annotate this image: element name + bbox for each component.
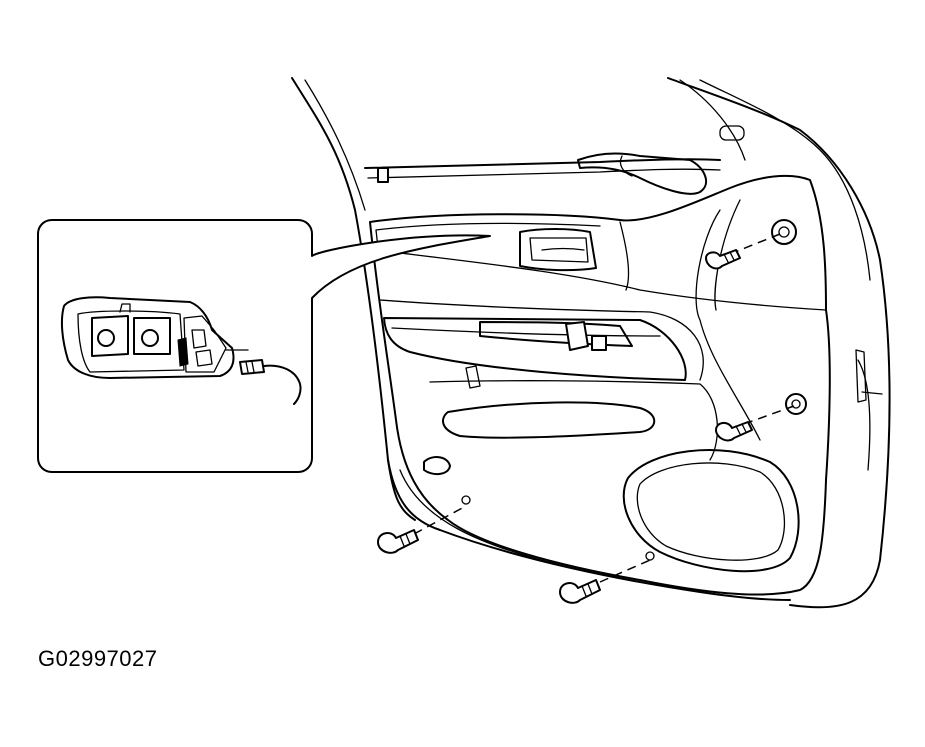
figure-id-label: G02997027: [38, 646, 158, 671]
inside-handle: [519, 228, 597, 272]
screw-upper-right: [705, 249, 741, 270]
screw-lower-left: [377, 529, 419, 554]
handle-detail-inset: [37, 219, 491, 473]
screws: [377, 233, 795, 604]
screw-middle-right: [715, 421, 753, 442]
screw-lower-center: [559, 579, 601, 604]
door-latch-edge: [855, 349, 883, 403]
clip-holes: [461, 125, 807, 561]
door-frame: [291, 77, 891, 609]
